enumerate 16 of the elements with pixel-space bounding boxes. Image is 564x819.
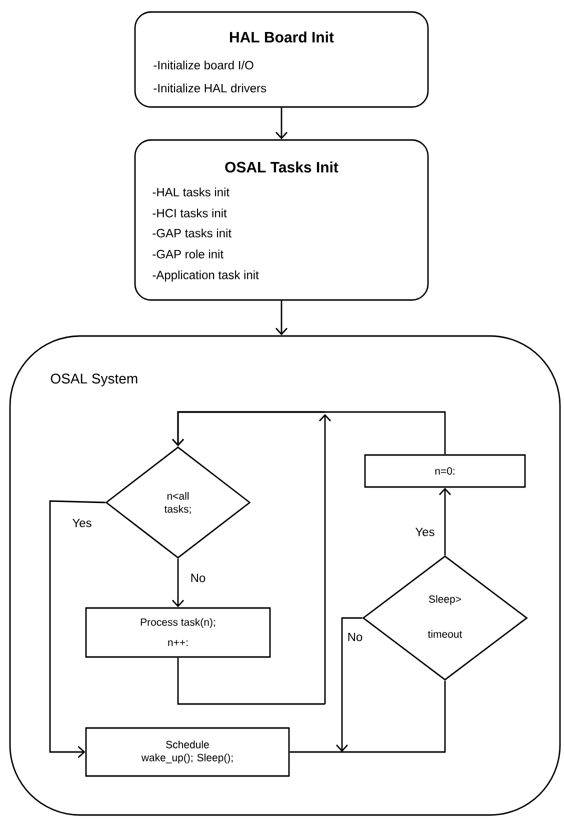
arrow	[49, 500, 106, 758]
edge-label: No	[189, 572, 207, 584]
edge-label: No	[346, 632, 364, 642]
arrow	[336, 617, 362, 752]
process-box: OSAL Tasks Init -HAL tasks init -HCI tasks init -GAP tasks init -GAP role init -Application task init	[134, 139, 429, 301]
process-box: n=0:	[364, 454, 526, 488]
process-box: HAL Board Init -Initialize board I/O -Initialize HAL drivers	[134, 11, 429, 108]
arrow	[275, 108, 288, 140]
process-box: Schedule wake_up(); Sleep();	[85, 727, 290, 777]
arrow	[172, 411, 332, 705]
arrow	[275, 300, 288, 336]
arrow	[438, 488, 452, 556]
edge-label: Yes	[414, 526, 436, 538]
arrow	[172, 600, 184, 608]
process-box: Process task(n); n++:	[85, 607, 271, 658]
edge-label: Yes	[71, 518, 93, 528]
